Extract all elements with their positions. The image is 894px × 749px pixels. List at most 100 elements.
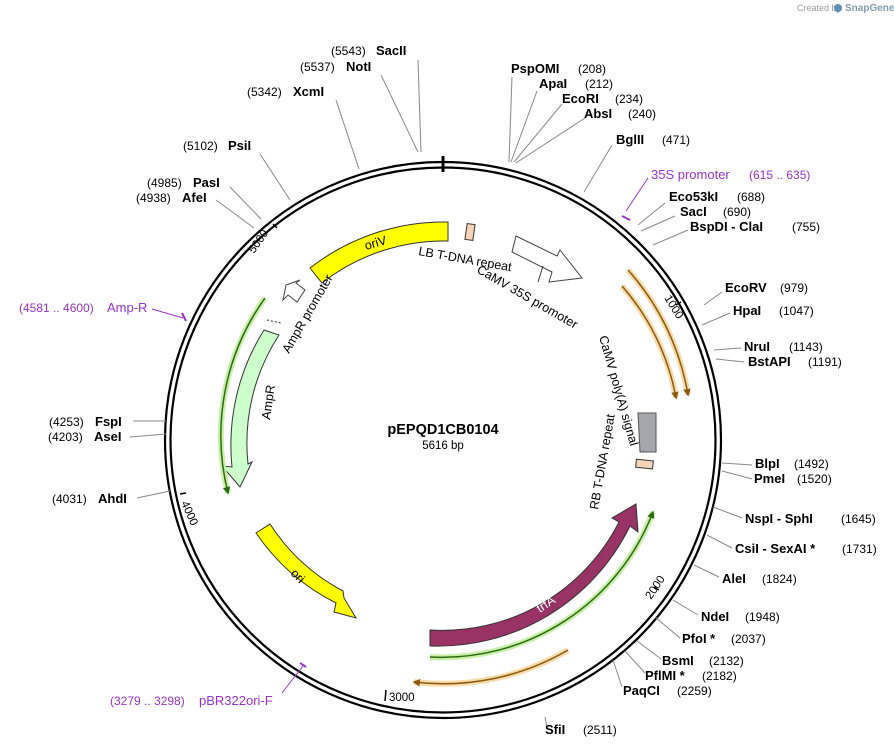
primer-35s-range: (615 .. 635) bbox=[749, 168, 810, 182]
label-oriV: oriV bbox=[363, 233, 389, 253]
site-ecori[interactable]: EcoRI bbox=[562, 91, 599, 106]
plasmid-name: pEPQD1CB0104 bbox=[387, 422, 498, 438]
site-apai[interactable]: ApaI bbox=[539, 76, 567, 91]
feature-lb-tdna-repeat[interactable] bbox=[464, 222, 476, 242]
site-pos-psii: (5102) bbox=[183, 139, 218, 153]
feature-trfA[interactable] bbox=[429, 503, 639, 647]
site-saci[interactable]: SacI bbox=[680, 204, 707, 219]
site-pos-saci: (690) bbox=[723, 205, 751, 219]
site-bsmi[interactable]: BsmI bbox=[662, 653, 694, 668]
site-xcmi[interactable]: XcmI bbox=[293, 84, 324, 99]
primers: 35S promoter (615 .. 635) (4581 .. 4600)… bbox=[19, 167, 810, 708]
site-pos-pasi: (4985) bbox=[147, 176, 182, 190]
site-noti[interactable]: NotI bbox=[346, 59, 371, 74]
primer-mark-35s bbox=[621, 215, 631, 221]
feature-ampr-promoter[interactable] bbox=[282, 279, 306, 303]
feature-camv-polya-signal[interactable] bbox=[637, 412, 657, 453]
site-eco53ki[interactable]: Eco53kI bbox=[669, 189, 718, 204]
site-paqci[interactable]: PaqCI bbox=[623, 683, 660, 698]
site-pos-sacii: (5543) bbox=[331, 44, 366, 58]
site-bspdi-clai[interactable]: BspDI - ClaI bbox=[690, 219, 763, 234]
snapgene-brand: SnapGene bbox=[845, 3, 894, 14]
site-pos-xcmi: (5342) bbox=[247, 85, 282, 99]
site-pos-ecori: (234) bbox=[615, 92, 643, 106]
primer-mark-pbr322 bbox=[299, 662, 307, 668]
site-pflmi[interactable]: PflMI * bbox=[645, 668, 686, 683]
site-pos-afei: (4938) bbox=[136, 191, 171, 205]
site-alei[interactable]: AleI bbox=[722, 571, 746, 586]
site-pos-eco53ki: (688) bbox=[737, 190, 765, 204]
sites-left: (5543) SacII (5537) NotI (5342) XcmI (51… bbox=[48, 43, 406, 506]
site-afei[interactable]: AfeI bbox=[182, 190, 207, 205]
site-absi[interactable]: AbsI bbox=[584, 106, 612, 121]
orf-arrow-orange-3 bbox=[412, 649, 569, 687]
site-asei[interactable]: AseI bbox=[94, 429, 121, 444]
label-rb-tdna-repeat: RB T-DNA repeat bbox=[587, 413, 618, 511]
site-pos-asei: (4203) bbox=[48, 430, 83, 444]
primer-pbr322ori-f[interactable]: pBR322ori-F bbox=[199, 693, 273, 708]
feature-ori[interactable] bbox=[255, 523, 358, 619]
primer-35s-promoter[interactable]: 35S promoter bbox=[651, 167, 730, 182]
primer-pbr322-range: (3279 .. 3298) bbox=[110, 694, 185, 708]
tick-3000: 3000 bbox=[389, 692, 415, 704]
site-blpi[interactable]: BlpI bbox=[755, 456, 780, 471]
orf-arrow-orange-1 bbox=[627, 269, 691, 397]
label-lb-tdna-repeat: LB T-DNA repeat bbox=[417, 244, 513, 274]
site-bglii[interactable]: BglII bbox=[616, 132, 644, 147]
site-pos-pfoi: (2037) bbox=[731, 632, 766, 646]
orf-arrow-orange-2 bbox=[621, 285, 679, 400]
site-pos-sfii: (2511) bbox=[583, 723, 617, 737]
site-pos-nspi-sphi: (1645) bbox=[841, 512, 876, 526]
site-sfii[interactable]: SfiI bbox=[545, 722, 565, 737]
site-pos-apai: (212) bbox=[585, 77, 613, 91]
site-ndei[interactable]: NdeI bbox=[701, 609, 729, 624]
site-bstapi[interactable]: BstAPI bbox=[748, 354, 791, 369]
site-pos-bspdi-clai: (755) bbox=[792, 220, 820, 234]
site-pfoi[interactable]: PfoI * bbox=[682, 631, 716, 646]
site-ecorv[interactable]: EcoRV bbox=[725, 280, 767, 295]
feature-rb-tdna-repeat[interactable] bbox=[635, 458, 654, 470]
feature-oriV[interactable] bbox=[309, 221, 449, 284]
site-pspomi[interactable]: PspOMI bbox=[511, 61, 559, 76]
site-fspi[interactable]: FspI bbox=[95, 414, 122, 429]
sites-right: PspOMI (208) ApaI (212) EcoRI (234) AbsI… bbox=[511, 61, 877, 737]
plasmid-size: 5616 bp bbox=[422, 440, 464, 452]
site-pos-ecorv: (979) bbox=[780, 281, 808, 295]
site-ahdi[interactable]: AhdI bbox=[98, 491, 127, 506]
primer-mark-ampr bbox=[181, 312, 187, 322]
label-AmpR: AmpR bbox=[259, 384, 278, 420]
snapgene-logo-icon bbox=[834, 4, 842, 12]
backbone bbox=[163, 156, 723, 720]
site-pos-pmei: (1520) bbox=[797, 472, 832, 486]
site-pos-bglii: (471) bbox=[662, 133, 690, 147]
site-pos-alei: (1824) bbox=[762, 572, 797, 586]
site-pos-csii-sexai: (1731) bbox=[842, 542, 877, 556]
site-pos-absi: (240) bbox=[628, 107, 656, 121]
site-csii-sexai[interactable]: CsiI - SexAI * bbox=[735, 541, 816, 556]
primer-amp-r[interactable]: Amp-R bbox=[107, 300, 147, 315]
orf-arrow-green-trfA bbox=[429, 510, 655, 659]
feature-camv-35s-promoter[interactable] bbox=[511, 235, 583, 283]
site-leaders bbox=[129, 59, 753, 729]
site-pasi[interactable]: PasI bbox=[193, 175, 220, 190]
site-nrui[interactable]: NruI bbox=[744, 339, 770, 354]
site-sacii[interactable]: SacII bbox=[376, 43, 406, 58]
site-hpai[interactable]: HpaI bbox=[733, 303, 761, 318]
feature-AmpR[interactable] bbox=[220, 329, 280, 488]
site-pos-pflmi: (2182) bbox=[702, 669, 737, 683]
site-pos-paqci: (2259) bbox=[677, 684, 712, 698]
site-pos-nrui: (1143) bbox=[789, 340, 823, 354]
site-pos-fspi: (4253) bbox=[49, 415, 84, 429]
site-psii[interactable]: PsiI bbox=[228, 138, 251, 153]
orf-arcs bbox=[217, 268, 691, 687]
watermark-text: Created by bbox=[797, 3, 842, 13]
site-pos-ahdi: (4031) bbox=[52, 492, 87, 506]
site-pos-bsmi: (2132) bbox=[709, 654, 744, 668]
primer-ampr-range: (4581 .. 4600) bbox=[19, 301, 94, 315]
site-pos-hpai: (1047) bbox=[779, 304, 814, 318]
site-nspi-sphi[interactable]: NspI - SphI bbox=[745, 511, 813, 526]
orf-arrow-green-ampr bbox=[220, 297, 266, 495]
site-pmei[interactable]: PmeI bbox=[754, 471, 785, 486]
site-pos-ndei: (1948) bbox=[745, 610, 780, 624]
